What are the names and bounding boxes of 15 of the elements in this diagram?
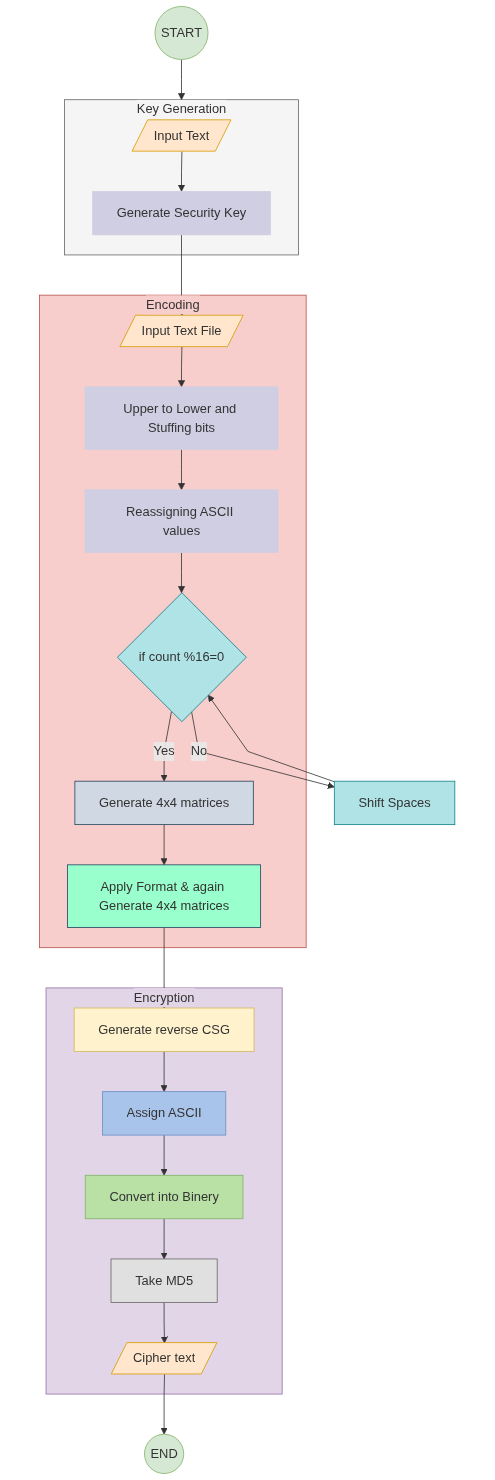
node-box: Convert into Binery bbox=[85, 1174, 244, 1220]
node-box: Generate reverse CSG bbox=[74, 1007, 255, 1052]
node-box: Upper to Lower and Stuffing bits bbox=[84, 386, 279, 450]
node-circle: START bbox=[154, 6, 209, 60]
edge-label: Yes bbox=[153, 744, 175, 758]
node-box: Take MD5 bbox=[110, 1258, 218, 1303]
node-box: Shift Spaces bbox=[334, 780, 456, 825]
node-box: Assign ASCII bbox=[102, 1091, 227, 1136]
node-box: Generate Security Key bbox=[92, 191, 272, 236]
node-circle: END bbox=[144, 1433, 185, 1474]
edge-label: No bbox=[191, 744, 208, 758]
node-box: Apply Format & again Generate 4x4 matrices bbox=[67, 864, 262, 928]
node-box: Generate 4x4 matrices bbox=[74, 780, 255, 825]
node-box: Reassigning ASCII values bbox=[84, 489, 279, 553]
node-diamond: if count %16=0 bbox=[117, 592, 248, 723]
